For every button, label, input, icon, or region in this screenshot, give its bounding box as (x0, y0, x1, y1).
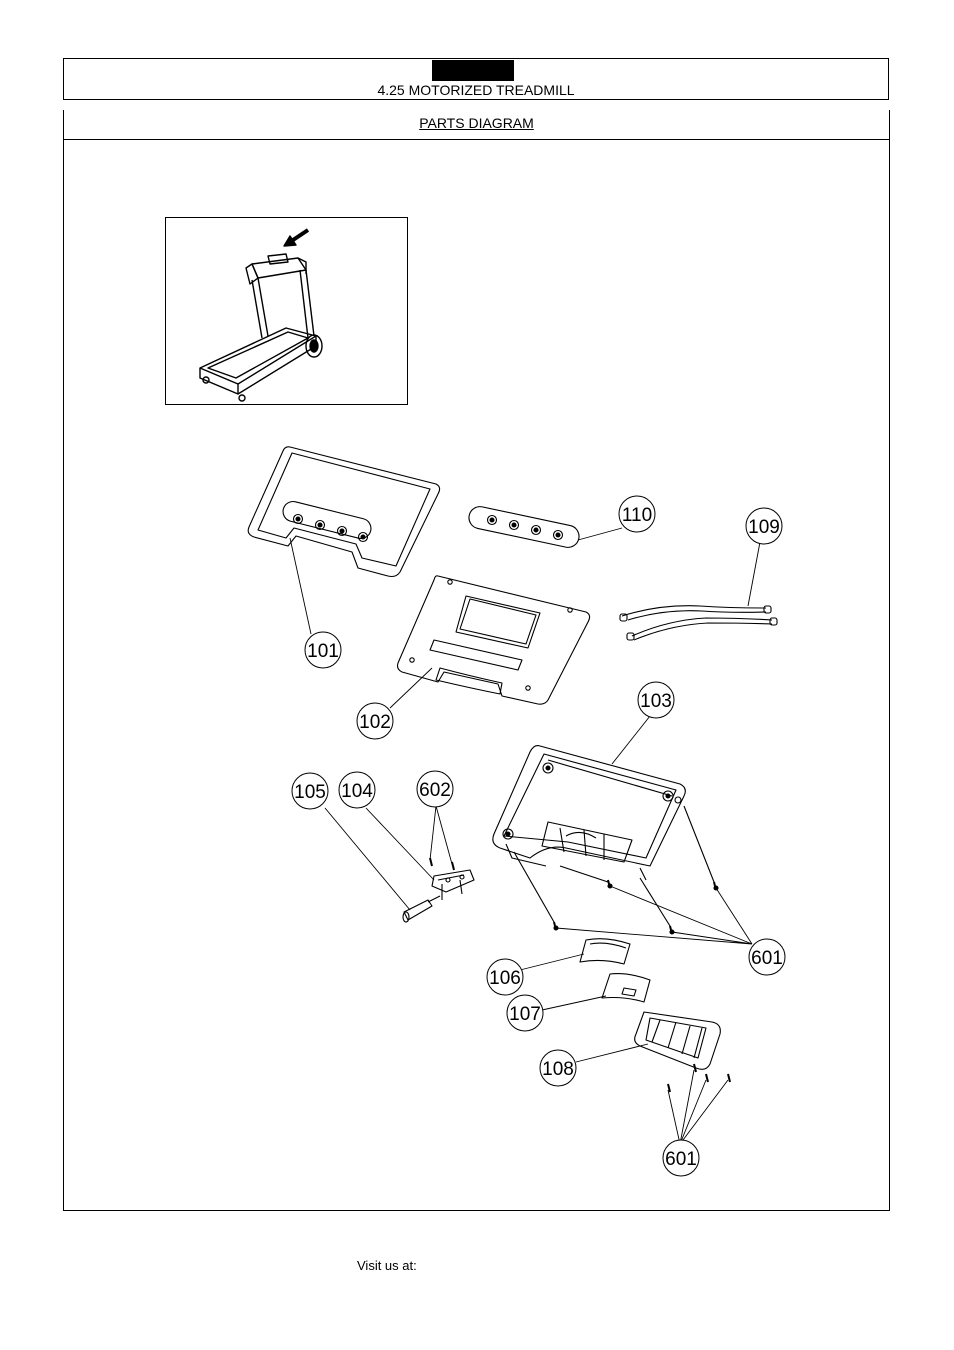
treadmill-overview-inset (165, 217, 408, 405)
part-106-cover (579, 938, 631, 965)
callout-107: 107 (506, 994, 544, 1032)
header-box: 4.25 MOTORIZED TREADMILL (63, 58, 889, 100)
callout-106: 106 (486, 958, 524, 996)
part-104-bracket (431, 869, 475, 900)
part-110-keypad-strip (468, 506, 580, 548)
svg-text:107: 107 (509, 1004, 541, 1025)
callout-110: 110 (618, 495, 656, 533)
svg-text:109: 109 (748, 517, 780, 538)
callout-101: 101 (304, 631, 342, 669)
svg-text:601: 601 (751, 948, 783, 969)
callout-104: 104 (338, 771, 376, 809)
svg-text:103: 103 (640, 691, 672, 712)
header-black-bar (432, 60, 514, 81)
footer-visit-label: Visit us at: (357, 1258, 417, 1273)
part-102-console-board (396, 575, 591, 705)
callouts: 101 102 103 104 105 106 107 108 109 110 … (291, 495, 786, 1177)
svg-text:105: 105 (294, 782, 326, 803)
housing-screws-601 (513, 805, 719, 935)
part-101-console-overlay (247, 446, 441, 578)
part-109-cables (619, 605, 778, 641)
treadmill-overview-illustration (199, 228, 323, 402)
callout-109: 109 (745, 507, 783, 545)
callout-leaders (289, 527, 761, 1145)
callout-108: 108 (539, 1049, 577, 1087)
section-divider (64, 139, 889, 140)
svg-text:106: 106 (489, 968, 521, 989)
svg-text:104: 104 (341, 781, 373, 802)
part-107-cover (601, 973, 651, 1003)
section-title: PARTS DIAGRAM (419, 115, 534, 131)
callout-601-upper: 601 (748, 938, 786, 976)
svg-text:101: 101 (307, 641, 339, 662)
callout-103: 103 (637, 681, 675, 719)
part-103-console-housing (492, 745, 686, 881)
shroud-screws-601 (667, 1063, 731, 1093)
svg-text:602: 602 (419, 780, 451, 801)
svg-text:102: 102 (359, 712, 391, 733)
svg-text:110: 110 (622, 505, 652, 526)
callout-105: 105 (291, 772, 329, 810)
callout-102: 102 (356, 702, 394, 740)
callout-602: 602 (416, 770, 454, 808)
svg-text:108: 108 (542, 1059, 574, 1080)
svg-text:601: 601 (665, 1149, 697, 1170)
parts-diagram-section: PARTS DIAGRAM (63, 110, 890, 1211)
part-105-sensor (402, 895, 441, 923)
part-108-lower-shroud (634, 1011, 721, 1070)
callout-601-lower: 601 (662, 1139, 700, 1177)
model-title: 4.25 MOTORIZED TREADMILL (377, 82, 575, 98)
